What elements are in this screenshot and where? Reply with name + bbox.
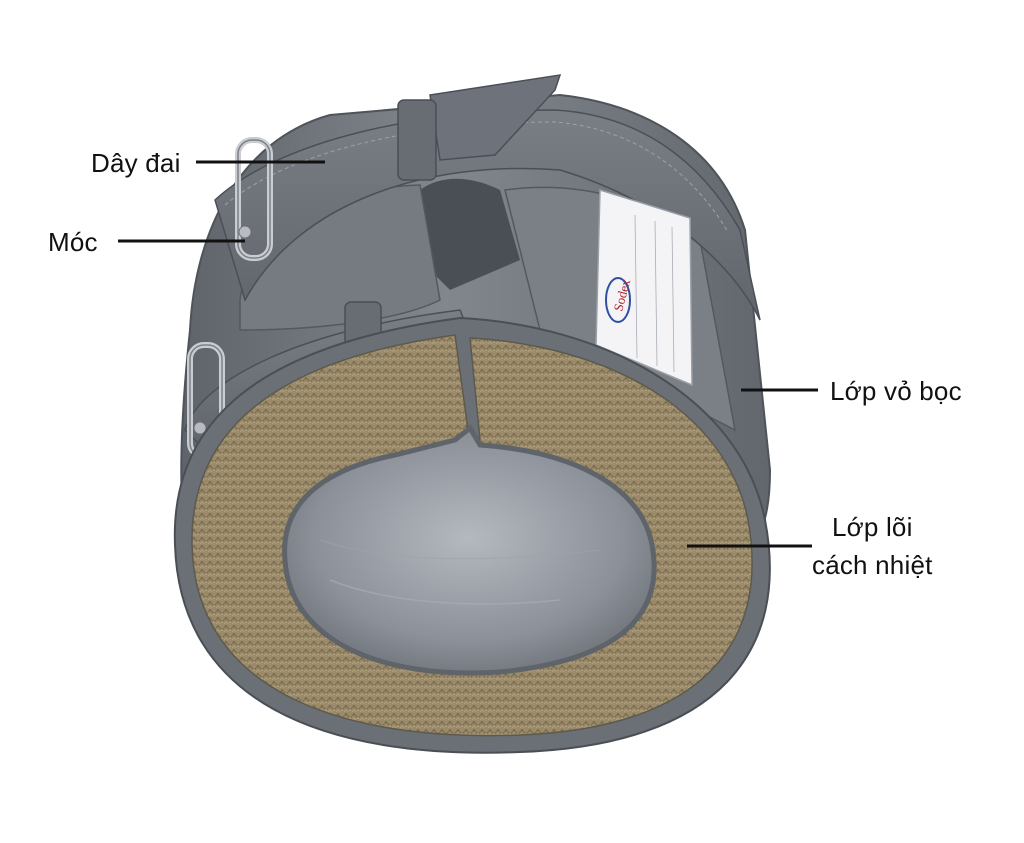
label-insulation-core-line1: Lớp lõi (831, 512, 913, 542)
label-hook: Móc (48, 227, 98, 257)
hook-upper (235, 137, 273, 261)
front-cross-section (173, 316, 771, 754)
leader-lines (118, 160, 818, 548)
top-strap (214, 74, 761, 321)
product-tag: Sodex (595, 188, 693, 387)
label-cover: Lớp vỏ bọc (830, 376, 962, 406)
label-insulation-core-line2: cách nhiệt (812, 550, 933, 580)
label-strap: Dây đai (91, 148, 181, 178)
label-insulation-core: Lớp lõi cách nhiệt (812, 508, 933, 584)
